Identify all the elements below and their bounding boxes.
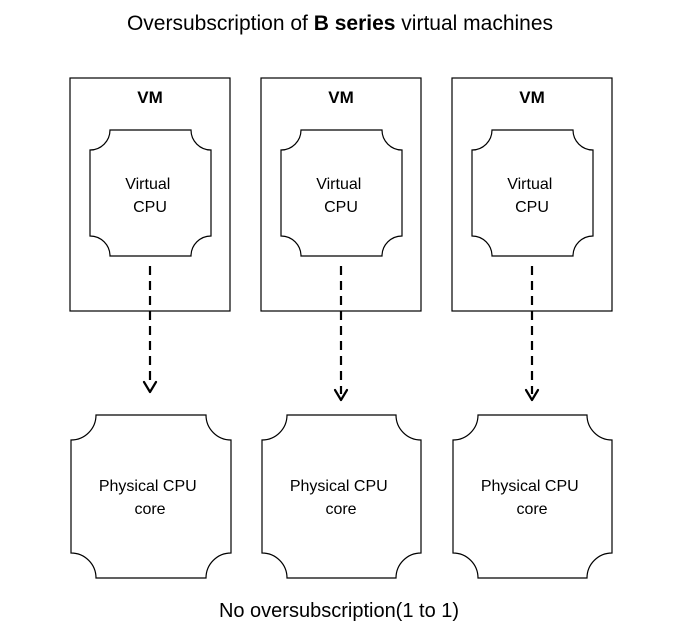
virtual-cpu-line-2: CPU — [515, 199, 549, 216]
physical-cpu-line-2: core — [516, 501, 547, 518]
physical-cpu-line-1: Physical CPU — [99, 478, 197, 495]
title-suffix: virtual machines — [401, 12, 553, 35]
physical-cpu-core-label: Physical CPU core — [99, 478, 201, 518]
diagram-caption: No oversubscription(1 to 1) — [219, 600, 459, 622]
vm-label: VM — [519, 88, 545, 107]
vm-label: VM — [328, 88, 354, 107]
physical-cpu-line-2: core — [134, 501, 165, 518]
mapping-arrow-head — [524, 388, 540, 402]
diagram-title: Oversubscription of B series virtual mac… — [127, 12, 553, 35]
virtual-cpu-line-1: Virtual — [125, 176, 170, 193]
vm-label: VM — [137, 88, 163, 107]
title-prefix: Oversubscription of — [127, 12, 308, 35]
title-bold: B series — [314, 12, 396, 35]
virtual-cpu-label: Virtual CPU — [507, 176, 557, 216]
physical-cpu-line-1: Physical CPU — [290, 478, 388, 495]
mapping-arrow-head — [142, 380, 158, 394]
physical-cpu-core-label: Physical CPU core — [290, 478, 392, 518]
column-1: VM Virtual CPU Physical CPU core — [69, 77, 232, 579]
virtual-cpu-line-1: Virtual — [316, 176, 361, 193]
virtual-cpu-line-2: CPU — [133, 199, 167, 216]
physical-cpu-core-chip — [70, 414, 232, 579]
virtual-cpu-label: Virtual CPU — [125, 176, 175, 216]
physical-cpu-line-1: Physical CPU — [481, 478, 579, 495]
column-2: VM Virtual CPU Physical CPU core — [260, 77, 422, 579]
virtual-cpu-chip — [280, 129, 403, 257]
virtual-cpu-chip — [471, 129, 594, 257]
physical-cpu-core-chip — [261, 414, 422, 579]
column-3: VM Virtual CPU Physical CPU core — [451, 77, 613, 579]
physical-cpu-line-2: core — [325, 501, 356, 518]
physical-cpu-core-chip — [452, 414, 613, 579]
physical-cpu-core-label: Physical CPU core — [481, 478, 583, 518]
virtual-cpu-chip — [89, 129, 212, 257]
virtual-cpu-label: Virtual CPU — [316, 176, 366, 216]
virtual-cpu-line-2: CPU — [324, 199, 358, 216]
mapping-arrow-head — [333, 388, 349, 402]
virtual-cpu-line-1: Virtual — [507, 176, 552, 193]
